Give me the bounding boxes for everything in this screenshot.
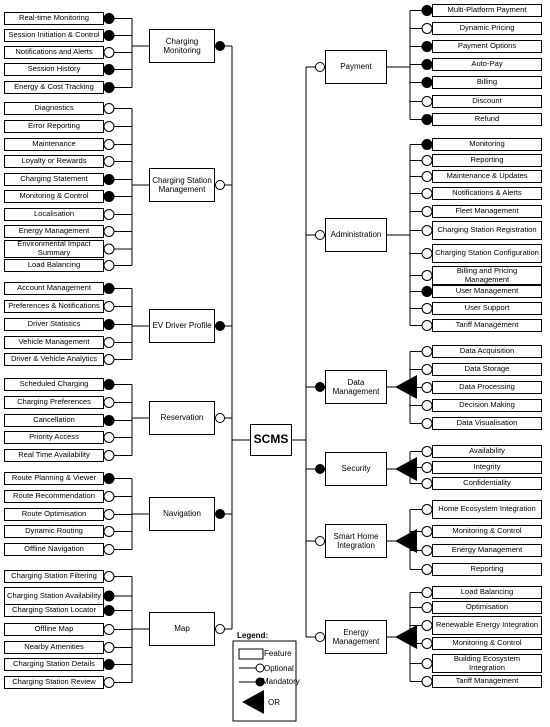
- group-payment: Payment: [325, 50, 387, 84]
- group-map: Map: [149, 612, 215, 646]
- feature-security-availability: Availability: [432, 445, 542, 458]
- group-charging-station-management: Charging Station Management: [149, 168, 215, 202]
- feature-charging-monitoring-real-time-monitoring: Real-time Monitoring: [4, 12, 104, 25]
- feature-administration-charging-station-registration: Charging Station Registration: [432, 221, 542, 240]
- feature-map-charging-station-locator: Charging Station Locator: [4, 604, 104, 617]
- group-security: Security: [325, 452, 387, 486]
- feature-security-integrity: Integrity: [432, 461, 542, 474]
- group-reservation: Reservation: [149, 401, 215, 435]
- group-data-management: Data Management: [325, 370, 387, 404]
- feature-energy-management-tariff-management: Tariff Management: [432, 675, 542, 688]
- feature-reservation-cancellation: Cancellation: [4, 414, 104, 427]
- feature-smart-home-integration-energy-management: Energy Management: [432, 544, 542, 557]
- feature-energy-management-optimisation: Optimisation: [432, 601, 542, 614]
- group-charging-monitoring: Charging Monitoring: [149, 29, 215, 63]
- feature-navigation-route-optimisation: Route Optimisation: [4, 508, 104, 521]
- feature-security-confidentiality: Confidentiality: [432, 477, 542, 490]
- feature-charging-station-management-load-balancing: Load Balancing: [4, 259, 104, 272]
- feature-map-offline-map: Offline Map: [4, 623, 104, 636]
- feature-map-nearby-amenities: Nearby Amenities: [4, 641, 104, 654]
- feature-reservation-charging-preferences: Charging Preferences: [4, 396, 104, 409]
- feature-smart-home-integration-monitoring-and-control: Monitoring & Control: [432, 525, 542, 538]
- feature-data-management-data-storage: Data Storage: [432, 363, 542, 376]
- feature-navigation-offline-navigation: Offline Navigation: [4, 543, 104, 556]
- legend-feature-label: Feature: [264, 649, 292, 658]
- feature-payment-discount: Discount: [432, 95, 542, 108]
- feature-navigation-route-planning-and-viewer: Route Planning & Viewer: [4, 472, 104, 485]
- feature-map-charging-station-review: Charging Station Review: [4, 676, 104, 689]
- feature-payment-dynamic-pricing: Dynamic Pricing: [432, 22, 542, 35]
- feature-payment-multi-platform-payment: Multi-Platform Payment: [432, 4, 542, 17]
- feature-ev-driver-profile-driver-and-vehicle-analytics: Driver & Vehicle Analytics: [4, 353, 104, 366]
- feature-charging-station-management-environmental-impact-summary: Environmental Impact Summary: [4, 239, 104, 258]
- feature-ev-driver-profile-driver-statistics: Driver Statistics: [4, 318, 104, 331]
- feature-charging-monitoring-session-history: Session History: [4, 63, 104, 76]
- legend-title: Legend:: [237, 631, 269, 640]
- root-feature-box: SCMS: [250, 424, 292, 456]
- feature-map-charging-station-details: Charging Station Details: [4, 658, 104, 671]
- feature-administration-charging-station-configuration: Charging Station Configuration: [432, 244, 542, 263]
- feature-ev-driver-profile-preferences-and-notifications: Preferences & Notifications: [4, 300, 104, 313]
- feature-ev-driver-profile-vehicle-management: Vehicle Management: [4, 336, 104, 349]
- feature-reservation-scheduled-charging: Scheduled Charging: [4, 378, 104, 391]
- feature-payment-refund: Refund: [432, 113, 542, 126]
- group-energy-management: Energy Management: [325, 620, 387, 654]
- feature-administration-tariff-management: Tariff Management: [432, 319, 542, 332]
- feature-administration-reporting: Reporting: [432, 154, 542, 167]
- feature-payment-billing: Billing: [432, 76, 542, 89]
- group-administration: Administration: [325, 218, 387, 252]
- feature-charging-station-management-loyalty-or-rewards: Loyalty or Rewards: [4, 155, 104, 168]
- feature-payment-payment-options: Payment Options: [432, 40, 542, 53]
- feature-administration-fleet-management: Fleet Management: [432, 205, 542, 218]
- feature-charging-station-management-localisation: Localisation: [4, 208, 104, 221]
- feature-energy-management-monitoring-and-control: Monitoring & Control: [432, 637, 542, 650]
- feature-payment-auto-pay: Auto-Pay: [432, 58, 542, 71]
- feature-navigation-route-recommendation: Route Recommendation: [4, 490, 104, 503]
- feature-charging-monitoring-energy-and-cost-tracking: Energy & Cost Tracking: [4, 81, 104, 94]
- feature-charging-station-management-maintenance: Maintenance: [4, 138, 104, 151]
- feature-data-management-data-processing: Data Processing: [432, 381, 542, 394]
- group-navigation: Navigation: [149, 497, 215, 531]
- feature-administration-user-management: User Management: [432, 285, 542, 298]
- legend-or-label: OR: [268, 698, 280, 707]
- feature-charging-station-management-energy-management: Energy Management: [4, 225, 104, 238]
- feature-reservation-real-time-availability: Real Time Availability: [4, 449, 104, 462]
- feature-smart-home-integration-home-ecosystem-integration: Home Ecosystem Integration: [432, 500, 542, 519]
- group-ev-driver-profile: EV Driver Profile: [149, 309, 215, 343]
- feature-ev-driver-profile-account-management: Account Management: [4, 282, 104, 295]
- legend-optional-label: Optional: [264, 664, 294, 673]
- feature-administration-monitoring: Monitoring: [432, 138, 542, 151]
- feature-charging-monitoring-session-initiation-and-control: Session Initiation & Control: [4, 29, 104, 42]
- feature-energy-management-load-balancing: Load Balancing: [432, 586, 542, 599]
- feature-charging-station-management-error-reporting: Error Reporting: [4, 120, 104, 133]
- feature-charging-station-management-monitoring-and-control: Monitoring & Control: [4, 190, 104, 203]
- feature-navigation-dynamic-routing: Dynamic Routing: [4, 525, 104, 538]
- feature-energy-management-building-ecosystem-integration: Building Ecosystem Integration: [432, 654, 542, 673]
- feature-data-management-decision-making: Decision Making: [432, 399, 542, 412]
- feature-administration-notifications-and-alerts: Notifications & Alerts: [432, 187, 542, 200]
- feature-administration-billing-and-pricing-management: Billing and Pricing Management: [432, 266, 542, 285]
- feature-charging-monitoring-notifications-and-alerts: Notifications and Alerts: [4, 46, 104, 59]
- feature-data-management-data-acquisition: Data Acquisition: [432, 345, 542, 358]
- feature-administration-maintenance-and-updates: Maintenance & Updates: [432, 170, 542, 183]
- feature-data-management-data-visualisation: Data Visualisation: [432, 417, 542, 430]
- feature-energy-management-renewable-energy-integration: Renewable Energy Integration: [432, 616, 542, 635]
- feature-reservation-priority-access: Priority Access: [4, 431, 104, 444]
- feature-administration-user-support: User Support: [432, 302, 542, 315]
- legend-mandatory-label: Mandatory: [262, 677, 300, 686]
- feature-smart-home-integration-reporting: Reporting: [432, 563, 542, 576]
- feature-map-charging-station-filtering: Charging Station Filtering: [4, 570, 104, 583]
- group-smart-home-integration: Smart Home Integration: [325, 524, 387, 558]
- feature-charging-station-management-diagnostics: Diagnostics: [4, 102, 104, 115]
- feature-map-charging-station-availability: Charging Station Availability: [4, 587, 104, 605]
- feature-charging-station-management-charging-statement: Charging Statement: [4, 173, 104, 186]
